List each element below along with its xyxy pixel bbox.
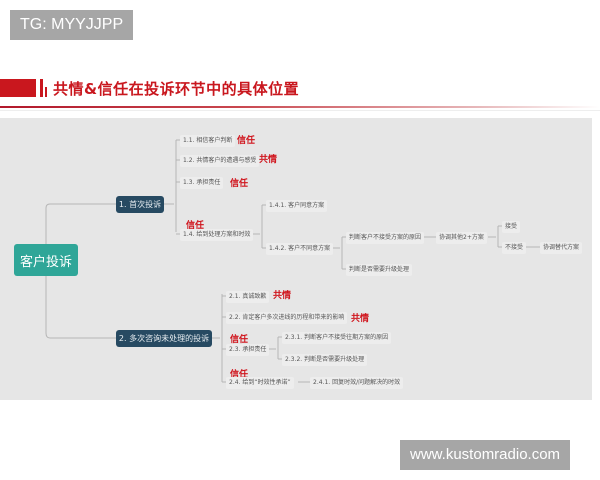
node-coordinate-options[interactable]: 协调其他2+方案: [436, 232, 487, 244]
tag-trust-2-3: 信任: [230, 335, 249, 345]
node-2-3-1[interactable]: 2.3.1. 判断客户不接受往期方案的原因: [282, 332, 392, 344]
node-alternative-plan[interactable]: 协调替代方案: [540, 242, 583, 254]
header-accent-bar-small: [45, 87, 47, 97]
header-accent-block: [0, 79, 36, 97]
tag-empathy-2-1: 共情: [273, 291, 292, 301]
node-1-4[interactable]: 1.4. 给到处理方案和时效: [180, 229, 254, 241]
node-2-4[interactable]: 2.4. 给到“时效性承诺”: [226, 377, 294, 389]
section-header: 共情&信任在投诉环节中的具体位置: [0, 78, 299, 98]
page-title: 共情&信任在投诉环节中的具体位置: [53, 79, 300, 98]
node-escalation-check[interactable]: 判断是否需要升级处理: [346, 264, 413, 276]
node-1-2[interactable]: 1.2. 共情客户的遭遇与感受: [180, 155, 260, 167]
mind-map-connectors: [45, 139, 540, 383]
header-divider-thin: [0, 110, 600, 111]
node-2-4-1[interactable]: 2.4.1. 回复时效/问题解决的时效: [310, 377, 404, 389]
node-1-4-1[interactable]: 1.4.1. 客户同意方案: [266, 200, 328, 212]
tag-empathy-2-2: 共情: [351, 314, 370, 324]
tag-empathy-1-2: 共情: [259, 155, 278, 165]
tag-trust-1-3: 信任: [230, 179, 249, 189]
tag-trust-2-4: 信任: [230, 370, 249, 380]
tag-trust-1-1: 信任: [237, 136, 256, 146]
node-reason-not-accept[interactable]: 判断客户不接受方案的原因: [346, 232, 425, 244]
node-not-accept[interactable]: 不接受: [502, 242, 527, 254]
root-node[interactable]: 客户投诉: [14, 244, 78, 276]
node-2-3[interactable]: 2.3. 承担责任: [226, 344, 270, 356]
node-1-1[interactable]: 1.1. 相信客户判断: [180, 135, 236, 147]
branch-first-complaint[interactable]: 1. 首次投诉: [116, 196, 164, 213]
node-2-1[interactable]: 2.1. 真诚致歉: [226, 291, 270, 303]
tag-trust-1-4: 信任: [186, 221, 205, 231]
header-accent-bar: [40, 79, 43, 97]
node-2-2[interactable]: 2.2. 肯定客户多次进线的历程和带来的影响: [226, 312, 348, 324]
branch-repeated-complaint[interactable]: 2. 多次咨询未处理的投诉: [116, 330, 212, 347]
node-2-3-2[interactable]: 2.3.2. 判断是否需要升级处理: [282, 354, 368, 366]
node-accept[interactable]: 接受: [502, 221, 521, 233]
watermark-top: TG: MYYJJPP: [10, 10, 134, 40]
node-1-3[interactable]: 1.3. 承担责任: [180, 177, 224, 189]
node-1-4-2[interactable]: 1.4.2. 客户不同意方案: [266, 243, 334, 255]
header-divider: [0, 106, 600, 108]
watermark-bottom: www.kustomradio.com: [400, 440, 571, 470]
mind-map: 客户投诉 1. 首次投诉 1.1. 相信客户判断 信任 1.2. 共情客户的遭遇…: [0, 118, 592, 400]
